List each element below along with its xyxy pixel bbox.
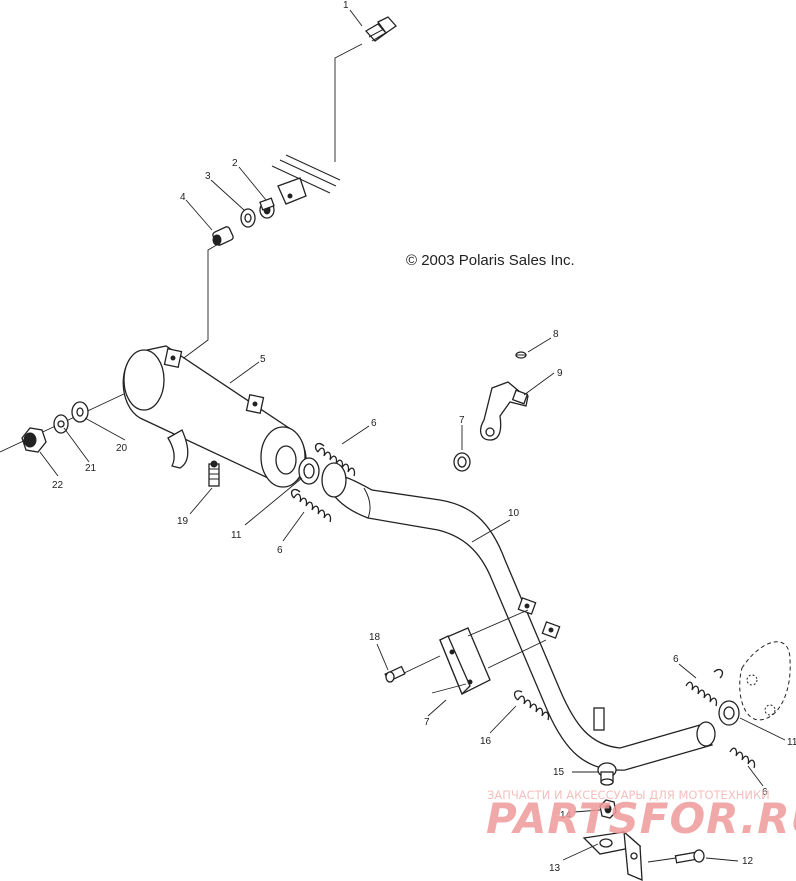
part-13-bracket <box>582 830 643 881</box>
part-6-spring-lower <box>290 488 332 523</box>
part-11-gasket-rear <box>718 700 740 726</box>
part-3-washer <box>240 208 256 228</box>
frame-bracket <box>271 154 341 205</box>
watermark-logo: PARTSFOR.RU <box>486 794 796 843</box>
callout-2: 2 <box>232 158 238 169</box>
part-6-spring-right-upper <box>685 668 724 707</box>
part-2-grommet <box>259 197 275 219</box>
engine-flange <box>739 641 791 721</box>
isolator-line-upper <box>467 609 529 637</box>
callout-labels: 1 2 3 4 5 6 6 6 6 7 7 8 9 10 11 11 12 13… <box>52 0 796 874</box>
callout-5: 5 <box>260 354 266 365</box>
callout-22: 22 <box>52 480 64 491</box>
callout-21: 21 <box>85 463 97 474</box>
isolator-bolt-line <box>399 655 441 676</box>
part-1-bolt <box>364 16 397 42</box>
assembly-line-lower <box>164 241 223 373</box>
callout-16: 16 <box>480 736 492 747</box>
callout-6-right-upper: 6 <box>673 654 679 665</box>
callout-3: 3 <box>205 171 211 182</box>
callout-8: 8 <box>553 329 559 340</box>
callout-7-isolator: 7 <box>424 717 430 728</box>
callout-9: 9 <box>557 368 563 379</box>
callout-19: 19 <box>177 516 189 527</box>
part-10-exhaust-pipe <box>321 462 716 771</box>
part-8-screw <box>515 351 527 359</box>
callout-14: 14 <box>560 810 572 821</box>
copyright-notice: © 2003 Polaris Sales Inc. <box>406 252 575 269</box>
isolator-stud-line <box>431 683 467 694</box>
callout-4: 4 <box>180 192 186 203</box>
part-11-gasket <box>298 457 320 485</box>
callout-10: 10 <box>508 508 520 519</box>
part-14-nut <box>599 799 617 819</box>
part-9-bracket <box>479 381 529 441</box>
callout-18: 18 <box>369 632 381 643</box>
part-12-bolt <box>647 849 705 864</box>
assembly-line-upper <box>334 43 363 162</box>
part-20-washer <box>71 401 89 423</box>
watermark: ЗАПЧАСТИ И АКСЕССУАРЫ ДЛЯ МОТОТЕХНИКИ PA… <box>486 788 796 843</box>
watermark-tagline: ЗАПЧАСТИ И АКСЕССУАРЫ ДЛЯ МОТОТЕХНИКИ <box>487 788 770 802</box>
callout-11-front: 11 <box>231 530 242 541</box>
callout-7-grommet: 7 <box>459 415 465 426</box>
callout-11-rear: 11 <box>787 737 796 748</box>
part-19-stud <box>208 460 220 487</box>
callout-6-lower: 6 <box>277 545 283 556</box>
part-18-bolt <box>384 665 406 683</box>
callout-leaders <box>39 9 786 862</box>
part-5-muffler <box>122 345 307 488</box>
part-6-spring-right-lower <box>729 747 756 769</box>
part-4-bushing <box>212 226 234 246</box>
part-15-mount <box>597 762 617 786</box>
callout-1: 1 <box>343 0 349 11</box>
part-22-nut <box>21 427 47 453</box>
callout-15: 15 <box>553 767 565 778</box>
callout-13: 13 <box>549 863 561 874</box>
callout-12: 12 <box>742 856 754 867</box>
isolator-line-lower <box>487 639 547 669</box>
part-17-isolator <box>439 627 491 696</box>
callout-6-upper: 6 <box>371 418 377 429</box>
callout-6-right-lower: 6 <box>762 787 768 798</box>
part-16-spring <box>513 690 550 721</box>
part-7-grommet <box>453 452 471 472</box>
callout-20: 20 <box>116 443 128 454</box>
